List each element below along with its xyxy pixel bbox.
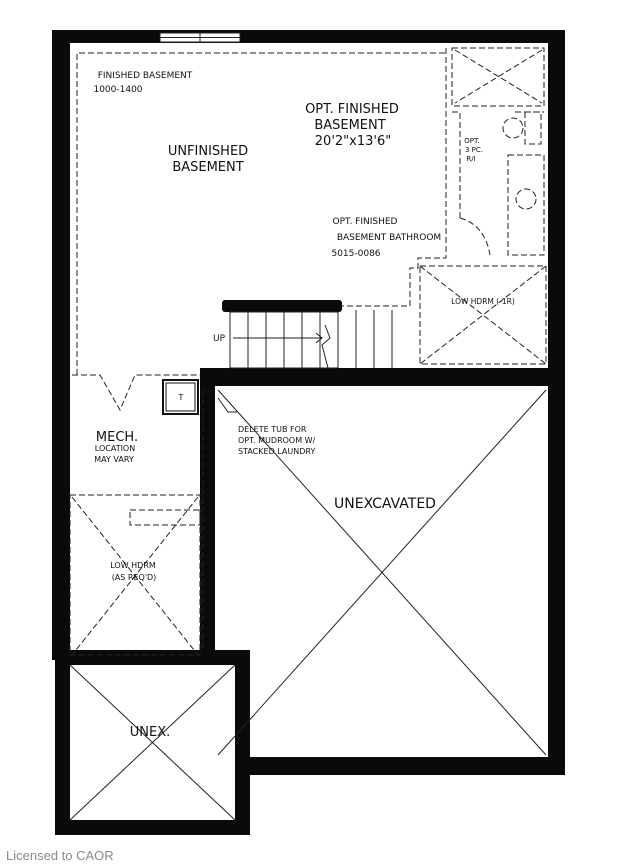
opt-3pc-label: 3 PC. [465,146,483,154]
low-headroom-label: LOW HDRM [110,561,156,570]
low-headroom-label: LOW HDRM (-1R) [451,297,515,306]
tank-label: T [178,393,184,402]
finished-basement-size: 1000-1400 [93,85,142,95]
opt-finished-label: BASEMENT [314,118,385,133]
license-footer: Licensed to CAOR [6,848,114,863]
bathroom-label: BASEMENT BATHROOM [337,233,441,243]
mech-label: LOCATION [95,444,135,453]
opt-3pc-label: R/I [466,155,475,163]
finished-basement-outline [69,47,547,656]
opt-finished-label: OPT. FINISHED [305,102,399,117]
unex-label: UNEX. [130,725,171,740]
unfinished-basement-label: UNFINISHED [168,144,248,159]
delete-tub-note: OPT. MUDROOM W/ [238,436,316,445]
opt-3pc-label: OPT. [464,137,479,145]
unfinished-basement-label: BASEMENT [172,160,243,175]
bathroom-label: OPT. FINISHED [333,217,398,227]
opt-finished-dimensions: 20'2"x13'6" [315,134,391,149]
finished-basement-label: FINISHED BASEMENT [98,71,193,81]
window [159,32,241,43]
mech-label: MECH. [96,430,138,445]
staircase [222,300,393,369]
stairs-up-label: UP [213,334,226,344]
exterior-walls [52,30,565,835]
delete-tub-note: DELETE TUB FOR [238,425,307,434]
unexcavated-area [217,389,547,756]
unexcavated-label: UNEXCAVATED [334,496,436,512]
mech-label: MAY VARY [94,455,134,464]
delete-tub-note: STACKED LAUNDRY [238,447,315,456]
low-headroom-label: (AS REQ'D) [112,573,157,582]
unex-area [69,664,236,821]
bathroom-code: 5015-0086 [331,249,380,259]
water-tank [162,379,199,415]
